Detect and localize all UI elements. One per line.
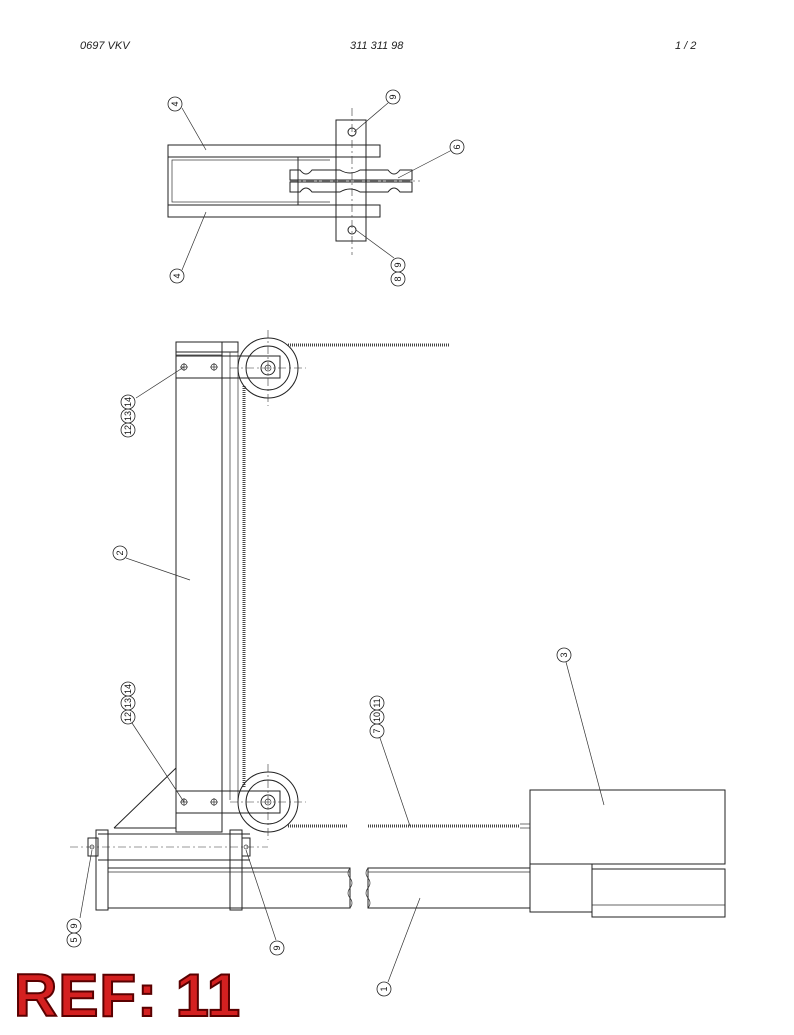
svg-text:2: 2 (115, 550, 125, 555)
side-view (70, 330, 726, 983)
svg-text:9: 9 (69, 923, 79, 928)
svg-text:4: 4 (170, 101, 180, 106)
svg-text:12: 12 (123, 425, 133, 435)
svg-text:6: 6 (452, 144, 462, 149)
svg-text:9: 9 (272, 945, 282, 950)
inner-box (167, 156, 299, 206)
base-beam-left (107, 867, 351, 909)
callout-2: 2 (112, 545, 128, 561)
svg-text:10: 10 (372, 712, 382, 722)
callout-3: 3 (556, 647, 572, 663)
callout-9-top: 9 (385, 89, 401, 105)
brace (113, 767, 177, 829)
svg-text:13: 13 (123, 698, 133, 708)
callout-12-13-14-lower: 12 13 14 (120, 681, 136, 725)
drive-unit (529, 789, 726, 865)
upper-bar (167, 144, 381, 158)
svg-text:11: 11 (372, 698, 382, 707)
svg-text:12: 12 (123, 712, 133, 722)
svg-text:1: 1 (379, 986, 389, 991)
svg-text:4: 4 (172, 273, 182, 278)
drive-base (529, 863, 593, 913)
callout-12-13-14-upper: 12 13 14 (120, 394, 136, 438)
top-view (167, 102, 453, 271)
callout-4-upper: 4 (167, 96, 183, 112)
header-drawing-number: 311 311 98 (350, 40, 404, 52)
bolt-icon (210, 363, 218, 371)
callout-1: 1 (376, 981, 392, 997)
svg-text:14: 14 (123, 684, 133, 694)
header-page-number: 1 / 2 (675, 40, 697, 52)
pulley-lower (289, 181, 413, 193)
svg-text:14: 14 (123, 397, 133, 407)
bolt-icon (210, 798, 218, 806)
callout-7-10-11: 7 10 11 (369, 695, 385, 739)
upper-pulley (230, 330, 306, 406)
reference-label: REF: 11 (13, 962, 242, 1029)
lower-pulley (230, 764, 306, 840)
svg-text:9: 9 (388, 94, 398, 99)
drive-rail (591, 868, 726, 918)
svg-text:13: 13 (123, 411, 133, 421)
callout-9-bottom: 9 (269, 940, 285, 956)
mast (175, 341, 223, 833)
callout-4-lower: 4 (169, 268, 185, 284)
callout-6: 6 (449, 139, 465, 155)
callout-8-9: 8 9 (390, 257, 406, 287)
right-flange (229, 829, 243, 911)
svg-text:8: 8 (393, 276, 403, 281)
lower-bar (167, 204, 381, 218)
svg-text:9: 9 (393, 262, 403, 267)
svg-text:5: 5 (69, 937, 79, 942)
pulley-upper (289, 169, 413, 181)
svg-text:3: 3 (559, 652, 569, 657)
upper-bracket (175, 355, 281, 379)
svg-text:7: 7 (372, 728, 382, 733)
base-beam-right (367, 867, 531, 909)
header-doc-code: 0697 VKV (80, 40, 130, 52)
callout-5-9: 5 9 (66, 918, 82, 948)
